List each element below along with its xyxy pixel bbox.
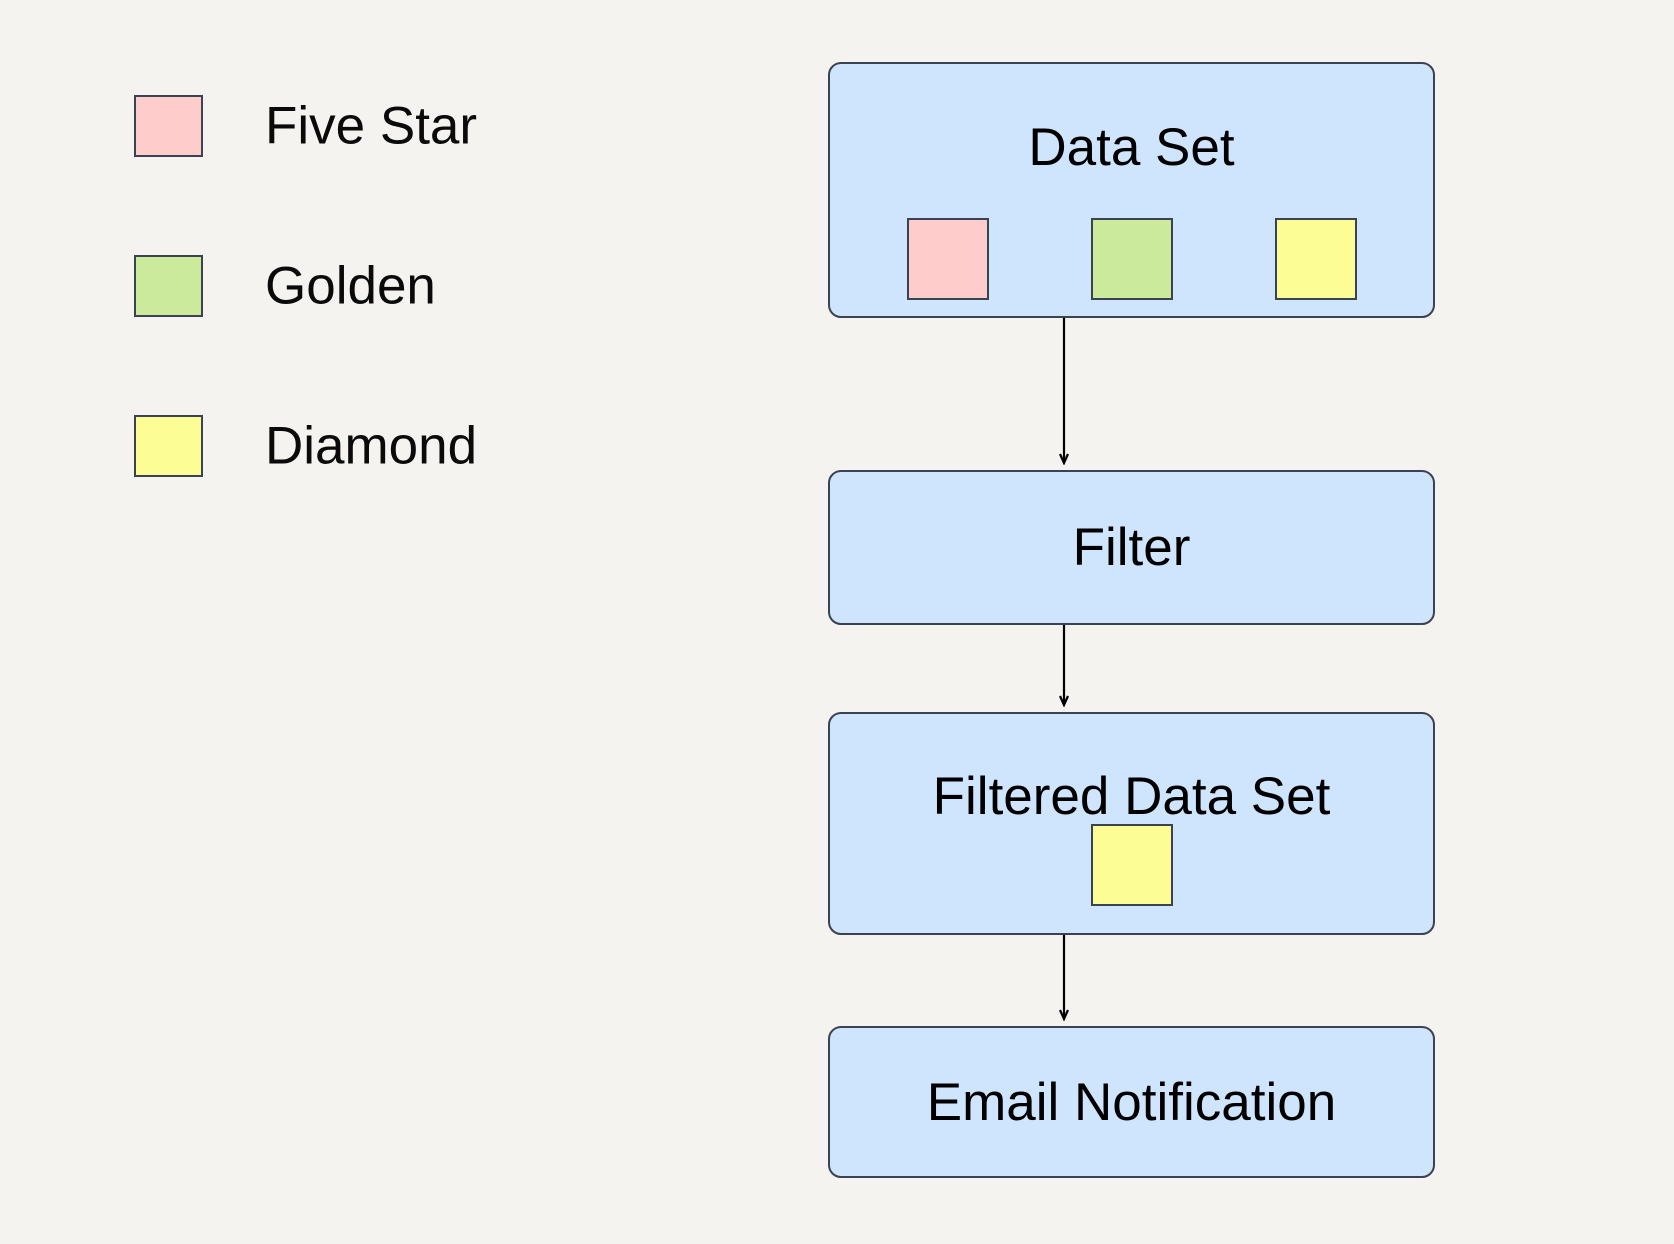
node-filtered-data-set-title: Filtered Data Set [932, 767, 1331, 826]
node-email-notification-title: Email Notification [926, 1073, 1337, 1132]
legend-item-golden[interactable]: Golden [134, 255, 694, 317]
node-data-set-title: Data Set [1028, 118, 1235, 177]
diamond-swatch [1090, 824, 1173, 906]
node-data-set-swatches [830, 218, 1433, 300]
legend-item-diamond[interactable]: Diamond [134, 415, 694, 477]
legend-label-diamond: Diamond [265, 416, 478, 476]
node-filtered-data-set[interactable]: Filtered Data Set [828, 712, 1435, 935]
legend-label-five-star: Five Star [265, 96, 478, 156]
legend: Five Star Golden Diamond [134, 95, 694, 477]
flowchart: Data Set Filter Filtered Data Set Email … [828, 0, 1435, 1244]
diamond-swatch [1274, 218, 1357, 300]
legend-item-five-star[interactable]: Five Star [134, 95, 694, 157]
node-filter[interactable]: Filter [828, 470, 1435, 625]
five-star-swatch [906, 218, 989, 300]
legend-label-golden: Golden [265, 256, 436, 316]
diamond-swatch [134, 415, 203, 477]
five-star-swatch [134, 95, 203, 157]
golden-swatch [1090, 218, 1173, 300]
node-filtered-data-set-swatches [830, 824, 1433, 906]
golden-swatch [134, 255, 203, 317]
node-data-set[interactable]: Data Set [828, 62, 1435, 318]
node-email-notification[interactable]: Email Notification [828, 1026, 1435, 1178]
node-filter-title: Filter [1072, 518, 1191, 577]
